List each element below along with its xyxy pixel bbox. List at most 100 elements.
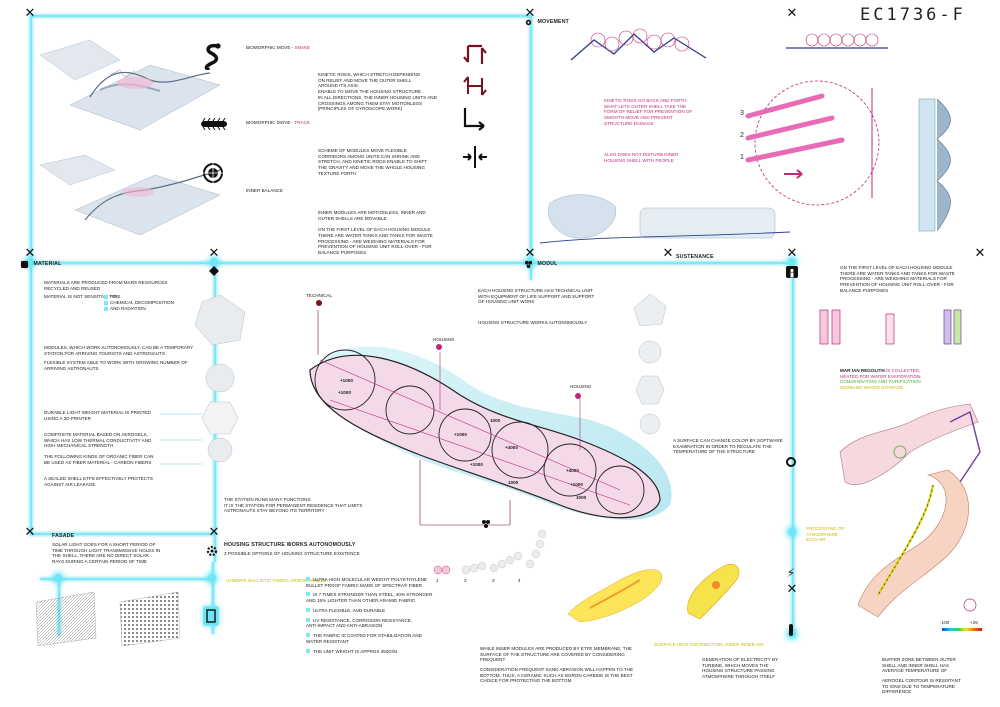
kinetic-rods-text: KINETIC RODS, WHICH STRETCH DEPENDING ON… xyxy=(318,72,437,112)
grid-line-mid xyxy=(30,262,792,264)
scale-min-label: -100 xyxy=(940,620,950,625)
material-text-3: MODULES, WHICH WORK AUTONOMOUSLY, CAN BE… xyxy=(44,345,194,356)
material-item-chem: CHEMICAL DECOMPOSITION xyxy=(110,300,174,305)
person-icon xyxy=(786,266,798,278)
bottom-text-2: CONSIDERATION FREQUENT SAND ABRASION WIL… xyxy=(480,667,634,684)
housing-label-2: HOUSING xyxy=(570,384,592,389)
tanks-illustration xyxy=(819,309,962,345)
material-item-fire: FIRE xyxy=(110,294,121,299)
modul-shapes-illustration xyxy=(633,293,667,435)
section-title-movement: MOVEMENT xyxy=(537,19,570,25)
bullet-icon xyxy=(104,295,108,299)
sustenance-text-1: ON THE FIRST LEVEL OF EACH HOUSING MODUL… xyxy=(840,265,955,293)
fabric-icon xyxy=(203,606,219,626)
inner-modules-text: INNER MODULES ARE MOTIONLESS, INNER AND … xyxy=(318,210,433,256)
feature-item: THE UNIT WEIGHT IS APPROX 350G/M xyxy=(306,648,436,655)
section-title-sustenance: SUSTENANCE xyxy=(676,254,714,260)
level-label: 1000 xyxy=(576,495,587,500)
shell-elevation xyxy=(918,98,951,232)
grid-line-facade-v2 xyxy=(212,562,214,634)
check-icon xyxy=(306,592,310,597)
check-icon xyxy=(306,633,310,638)
grid-line-top xyxy=(30,15,530,17)
feature-text: ULTRA HIGH MOLECULAR WEIGHT POLYETHYLENE… xyxy=(306,577,428,588)
close-icon: ✕ xyxy=(24,246,36,261)
arrow-up-down-icon xyxy=(463,44,487,64)
rods-text: KINETIC RODS GO BACK AND FORTH WHAT LETS… xyxy=(604,98,693,126)
regolith-text-3: HEATED FOR WATER EVAPORATION, xyxy=(840,373,922,379)
level-label: +1000 xyxy=(470,462,483,467)
snake-word: SNAKE xyxy=(294,45,311,50)
compress-icon xyxy=(463,146,487,168)
options-illustration xyxy=(433,529,547,575)
feature-text: UV RESISTANCE, CORROSION RESISTANCE, ANT… xyxy=(306,617,413,629)
track-word: TRACK xyxy=(294,120,310,125)
close-icon: ✕ xyxy=(662,246,674,261)
material-shapes-illustration xyxy=(160,294,246,465)
material-icon xyxy=(20,256,29,269)
rod-number: 3 xyxy=(740,110,744,117)
diamond-icon xyxy=(208,264,220,282)
node-material xyxy=(210,258,218,266)
station-text: THE STATION RUNS MANY FUNCTIONS IT IS TH… xyxy=(224,497,363,514)
node-sustenance xyxy=(788,258,796,266)
mountain-section-illustration xyxy=(570,28,707,61)
bullet-icon xyxy=(104,307,108,311)
track-label-text: BIOMORPHIC MOVE - xyxy=(246,120,295,125)
node-facade-left xyxy=(54,574,62,582)
check-icon xyxy=(306,607,310,612)
feature-item: ULTRA HIGH MOLECULAR WEIGHT POLYETHYLENE… xyxy=(306,577,436,588)
modul-text-1: EACH HOUSING STRUCTURE HAS TECHNICAL UNI… xyxy=(478,288,595,305)
section-title-facade: FASADE xyxy=(52,533,75,539)
material-header: MATERIAL xyxy=(20,252,61,270)
node-left-top xyxy=(26,258,34,266)
air-system-illustration xyxy=(857,469,977,618)
close-icon: ✕ xyxy=(524,6,536,21)
material-text-4: FLEXIBLE SYSTEM ABLE TO WORK WITH GROWIN… xyxy=(44,360,188,371)
track-label: BIOMORPHIC MOVE - TRACK xyxy=(246,120,310,126)
technical-pin xyxy=(316,300,322,306)
bottom-text-1: WHILE INNER MODULES ARE PRODUCED BY ETFE… xyxy=(480,646,632,663)
regolith-text-4: CONDENSATION AND PURIFICATION xyxy=(840,379,921,385)
level-label: 1000 xyxy=(508,480,519,485)
feature-text: IS 7 TIMES STRONGER THAN STEEL, 40% STRO… xyxy=(306,592,433,604)
target-icon xyxy=(786,457,796,467)
electricity-text: GENERATION OF ELECTRICITY BY TURBINE, WH… xyxy=(702,657,779,680)
material-text-6: COMPOSITE MATERIAL BASED ON AEROGELS, WH… xyxy=(44,432,152,449)
heat-module-illustration xyxy=(687,563,740,620)
surface-text: A SURFACE CAN CHANGE COLOR BY SOFTWARE E… xyxy=(673,438,783,455)
level-label: +1000 xyxy=(340,378,353,383)
close-icon: ✕ xyxy=(524,246,536,261)
close-icon: ✕ xyxy=(24,6,36,21)
close-icon: ✕ xyxy=(24,525,36,540)
armor-panels-link[interactable]: UHMWPE BALLISTIC FABRIC ARMOR PANELS xyxy=(226,578,327,583)
section-title-modul: MODUL xyxy=(537,261,558,267)
option-number: 4 xyxy=(518,578,521,583)
option-number: 3 xyxy=(492,578,495,583)
facade-text: SOLAR LIGHT GOES FOR A SHORT PERIOD OF T… xyxy=(52,542,161,565)
close-icon: ✕ xyxy=(974,246,986,261)
close-icon: ✕ xyxy=(786,582,798,597)
feature-item: THE FABRIC IS COATED FOR STABILIZATION A… xyxy=(306,633,436,644)
movement-header: MOVEMENT xyxy=(524,10,569,28)
page-title: EC1736-F xyxy=(860,5,966,25)
level-label: +4000 xyxy=(566,468,579,473)
rod-number: 1 xyxy=(740,154,744,161)
compass-icon xyxy=(203,163,223,183)
flat-section-illustration xyxy=(786,33,888,49)
close-icon: ✕ xyxy=(786,6,798,21)
grid-line-modul-short xyxy=(530,262,532,280)
option-number: 2 xyxy=(464,578,467,583)
arrow-swap-icon xyxy=(463,76,487,96)
rod-number: 2 xyxy=(740,132,744,139)
kinetic-rods-diagram xyxy=(745,80,880,206)
gear-icon xyxy=(524,14,533,26)
inner-balance-label: INNER BALANCE xyxy=(246,188,284,193)
buffer-text: BUFFER ZONE BETWEEN OUTER SHELL AND INNE… xyxy=(882,657,956,674)
feature-text: THE FABRIC IS COATED FOR STABILIZATION A… xyxy=(306,633,422,644)
grid-line-right xyxy=(792,262,794,637)
level-label: +1000 xyxy=(570,482,583,487)
aerogel-text: AEROGEL CONTOUR IS RESISTANT TO IONS DUE… xyxy=(882,678,961,695)
housing-structure-header: HOUSING STRUCTURE WORKS AUTONOMOUSLY 3 P… xyxy=(210,533,360,557)
technical-label: TECHNICAL xyxy=(306,293,333,298)
